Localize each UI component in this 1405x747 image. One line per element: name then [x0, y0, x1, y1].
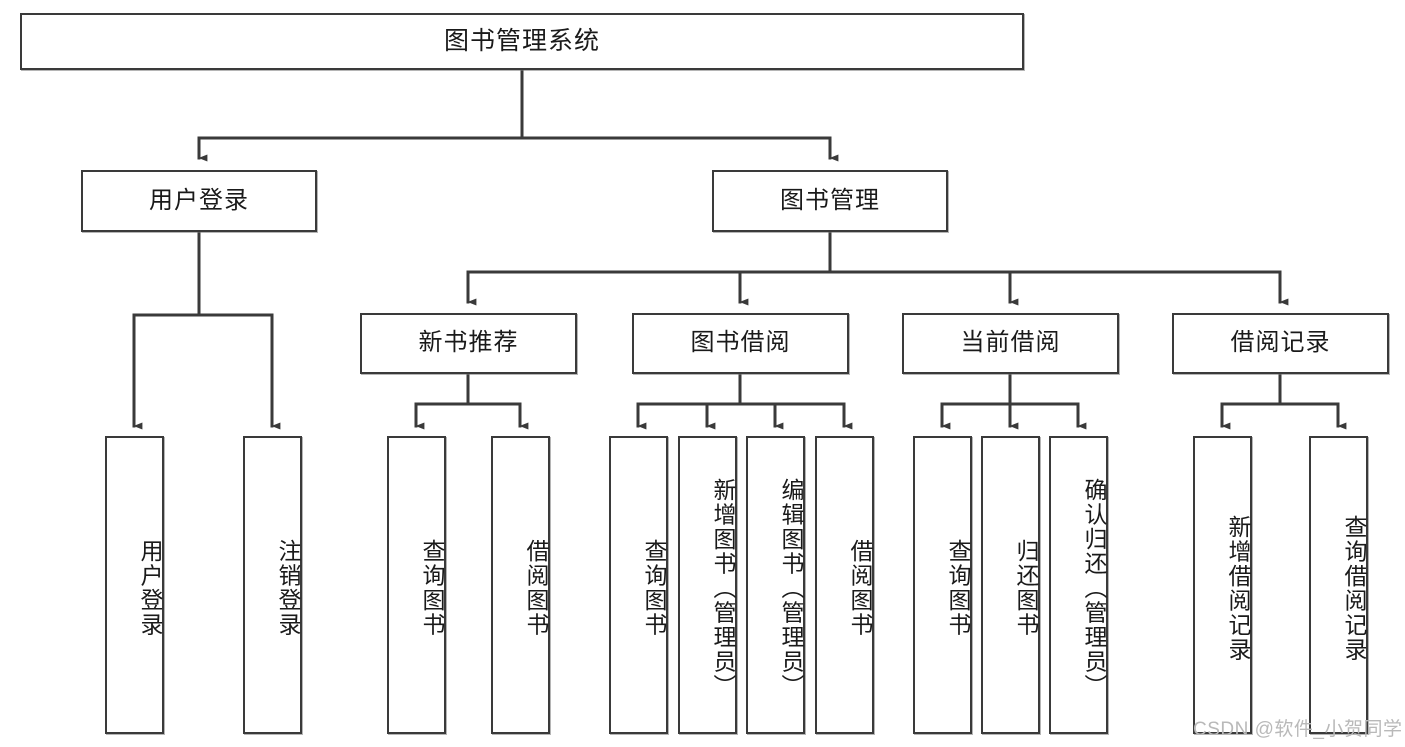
node-leaf-query-book-3-label: 查询图书	[945, 539, 971, 637]
node-current-borrow[interactable]: 当前借阅	[902, 313, 1119, 374]
node-leaf-borrow-book-2-label: 借阅图书	[847, 539, 873, 637]
node-leaf-confirm-return[interactable]: 确认归还（管理员）	[1049, 436, 1108, 734]
node-leaf-confirm-return-label: 确认归还（管理员）	[1081, 477, 1107, 699]
node-root-system[interactable]: 图书管理系统	[20, 13, 1024, 70]
node-leaf-query-book-1[interactable]: 查询图书	[387, 436, 446, 734]
node-new-book-recommend[interactable]: 新书推荐	[360, 313, 577, 374]
node-leaf-query-book-3[interactable]: 查询图书	[913, 436, 972, 734]
node-current-borrow-label: 当前借阅	[960, 329, 1061, 357]
node-book-management-label: 图书管理	[780, 186, 880, 214]
node-book-borrow-label: 图书借阅	[690, 329, 791, 357]
node-new-book-recommend-label: 新书推荐	[418, 329, 519, 357]
node-leaf-add-record[interactable]: 新增借阅记录	[1193, 436, 1252, 734]
node-leaf-query-book-2[interactable]: 查询图书	[609, 436, 668, 734]
node-leaf-borrow-book-1-label: 借阅图书	[523, 539, 549, 637]
node-leaf-user-login-label: 用户登录	[137, 539, 163, 637]
node-leaf-add-book[interactable]: 新增图书（管理员）	[678, 436, 737, 734]
node-leaf-add-record-label: 新增借阅记录	[1225, 514, 1251, 662]
node-leaf-query-book-1-label: 查询图书	[419, 539, 445, 637]
node-leaf-query-record[interactable]: 查询借阅记录	[1309, 436, 1368, 734]
node-leaf-add-book-label: 新增图书（管理员）	[710, 477, 736, 699]
node-user-login-label: 用户登录	[149, 186, 249, 214]
watermark-text: CSDN @软件_小贺同学	[1193, 719, 1403, 740]
node-leaf-borrow-book-2[interactable]: 借阅图书	[815, 436, 874, 734]
node-book-management[interactable]: 图书管理	[712, 170, 948, 232]
node-leaf-user-login[interactable]: 用户登录	[105, 436, 164, 734]
node-leaf-logout[interactable]: 注销登录	[243, 436, 302, 734]
node-leaf-return-book-label: 归还图书	[1013, 539, 1039, 637]
node-leaf-query-book-2-label: 查询图书	[641, 539, 667, 637]
node-leaf-edit-book[interactable]: 编辑图书（管理员）	[746, 436, 805, 734]
node-leaf-query-record-label: 查询借阅记录	[1341, 514, 1367, 662]
node-root-system-label: 图书管理系统	[443, 26, 600, 55]
node-leaf-logout-label: 注销登录	[275, 539, 301, 637]
node-leaf-borrow-book-1[interactable]: 借阅图书	[491, 436, 550, 734]
node-leaf-edit-book-label: 编辑图书（管理员）	[778, 477, 804, 699]
node-user-login[interactable]: 用户登录	[81, 170, 317, 232]
node-leaf-return-book[interactable]: 归还图书	[981, 436, 1040, 734]
node-borrow-record-label: 借阅记录	[1230, 329, 1331, 357]
node-book-borrow[interactable]: 图书借阅	[632, 313, 849, 374]
node-borrow-record[interactable]: 借阅记录	[1172, 313, 1389, 374]
